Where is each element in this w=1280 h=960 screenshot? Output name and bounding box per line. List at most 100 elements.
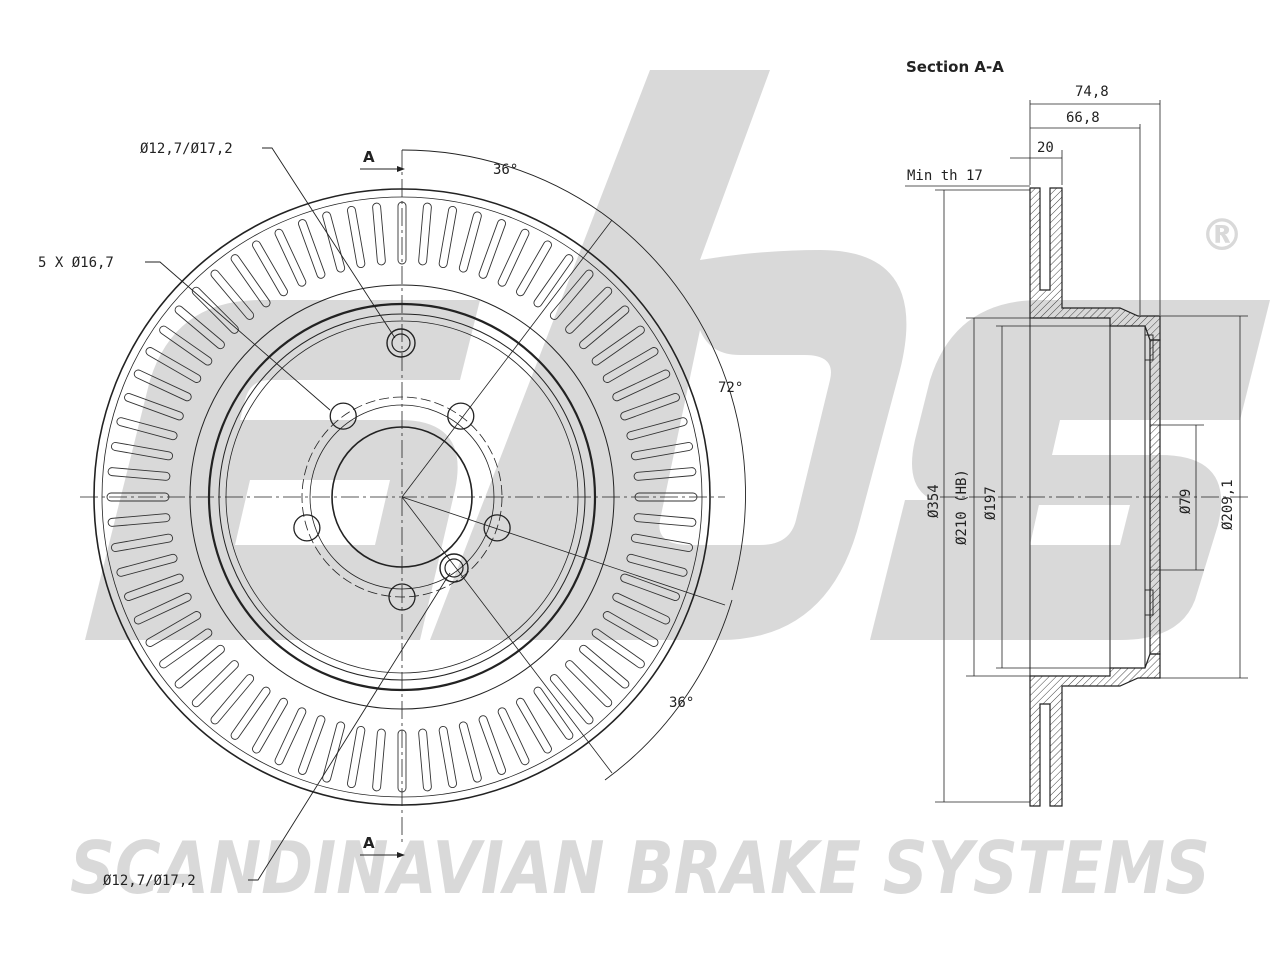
vent-slot — [516, 240, 552, 297]
section-view: Section A-A 74,8 66,8 20 Min th 17 — [905, 58, 1250, 807]
vent-slot — [347, 205, 366, 269]
vent-slots — [106, 201, 698, 793]
hat-outer-ring — [207, 302, 597, 692]
bolt-hole — [388, 583, 416, 611]
angle-top-label: 36° — [493, 162, 518, 178]
vent-slot — [372, 202, 386, 266]
vent-slot — [274, 228, 307, 287]
dim-outer-diameter: Ø354 — [926, 484, 942, 518]
vent-slot — [133, 592, 192, 625]
vent-slot — [497, 228, 530, 287]
vent-slot — [322, 721, 346, 783]
vent-slot — [397, 201, 407, 265]
vent-slot — [298, 219, 326, 279]
vent-slot — [191, 660, 239, 708]
vent-slot — [159, 628, 213, 669]
vent-slot — [107, 513, 171, 527]
section-profile-upper — [1029, 187, 1161, 341]
vent-slot — [458, 211, 482, 273]
vent-slot — [620, 573, 680, 601]
vent-slot — [372, 728, 386, 792]
vent-slot — [106, 492, 170, 502]
company-name: SCANDINAVIAN BRAKE SYSTEMS — [70, 826, 1210, 910]
vent-slot — [116, 553, 178, 577]
hole-callout-bottom: Ø12,7/Ø17,2 — [103, 873, 196, 889]
dowel-hole-top — [386, 328, 416, 358]
vent-slot — [579, 644, 630, 689]
vent-slot — [533, 254, 574, 308]
vent-slot — [565, 660, 613, 708]
vent-slot — [458, 721, 482, 783]
vent-slot — [230, 254, 271, 308]
bolt-hole — [329, 402, 357, 430]
vent-slot — [478, 219, 506, 279]
vent-slot — [191, 286, 239, 334]
section-marker-top: A — [363, 148, 375, 166]
vent-slot — [347, 725, 366, 789]
section-profile-lower — [1029, 653, 1161, 807]
vent-slot — [620, 393, 680, 421]
vent-slot — [274, 707, 307, 766]
vent-slot — [174, 305, 225, 350]
disc-outer-edge — [93, 188, 711, 806]
vent-slot — [110, 533, 174, 552]
vent-slot — [591, 628, 645, 669]
section-title: Section A-A — [906, 58, 1004, 76]
vent-slot — [478, 715, 506, 775]
vent-slot — [438, 205, 457, 269]
vent-slot — [549, 269, 594, 320]
vent-slot — [516, 697, 552, 754]
vent-slot — [591, 325, 645, 366]
vent-slot — [397, 729, 407, 793]
dim-hb-diameter: Ø210 (HB) — [954, 469, 970, 545]
sbs-logo-icon — [85, 70, 1270, 640]
bolt-hole — [293, 514, 321, 542]
vent-slot — [602, 611, 659, 647]
vent-slot — [107, 467, 171, 481]
vent-slot — [438, 725, 457, 789]
vent-slot — [418, 202, 432, 266]
bolt-holes-callout: 5 X Ø16,7 — [38, 255, 114, 271]
bolt-hole — [447, 402, 475, 430]
vent-slot — [210, 269, 255, 320]
vent-slot — [497, 707, 530, 766]
vent-slot — [116, 417, 178, 441]
vent-slot — [159, 325, 213, 366]
vent-slot — [626, 553, 688, 577]
vent-slot — [633, 467, 697, 481]
vent-slot — [612, 592, 671, 625]
vent-slot — [579, 305, 630, 350]
bolt-hole — [483, 514, 511, 542]
vent-slot — [630, 533, 694, 552]
vent-slot — [252, 697, 288, 754]
dim-disc-thickness: 20 — [1037, 140, 1054, 156]
vent-slot — [633, 513, 697, 527]
vent-slot — [533, 686, 574, 740]
angle-bottom-label: 36° — [669, 695, 694, 711]
watermark: ® SCANDINAVIAN BRAKE SYSTEMS — [70, 70, 1270, 910]
vent-slot — [549, 674, 594, 725]
dim-hat-outer: Ø209,1 — [1220, 479, 1236, 530]
vent-slot — [565, 286, 613, 334]
vent-slot — [612, 369, 671, 402]
vent-slot — [174, 644, 225, 689]
vent-slot — [298, 715, 326, 775]
vent-slot — [133, 369, 192, 402]
vent-slot — [418, 728, 432, 792]
dim-inner-diameter: Ø197 — [983, 486, 999, 520]
vent-slot — [602, 347, 659, 383]
vent-slot — [145, 347, 202, 383]
front-view: A A Ø12,7/Ø17,2 5 X Ø16,7 Ø12,7/Ø17,2 36… — [38, 141, 746, 889]
vent-slot — [124, 573, 184, 601]
dim-total-width: 74,8 — [1075, 84, 1109, 100]
vent-slot — [626, 417, 688, 441]
center-bore — [331, 426, 473, 568]
vent-slot — [210, 674, 255, 725]
vent-slot — [230, 686, 271, 740]
dim-center-bore: Ø79 — [1178, 489, 1194, 514]
registered-mark: ® — [1200, 210, 1244, 261]
min-thickness-label: Min th 17 — [907, 168, 983, 184]
dim-hat-width: 66,8 — [1066, 110, 1100, 126]
bolt-holes — [293, 402, 511, 611]
